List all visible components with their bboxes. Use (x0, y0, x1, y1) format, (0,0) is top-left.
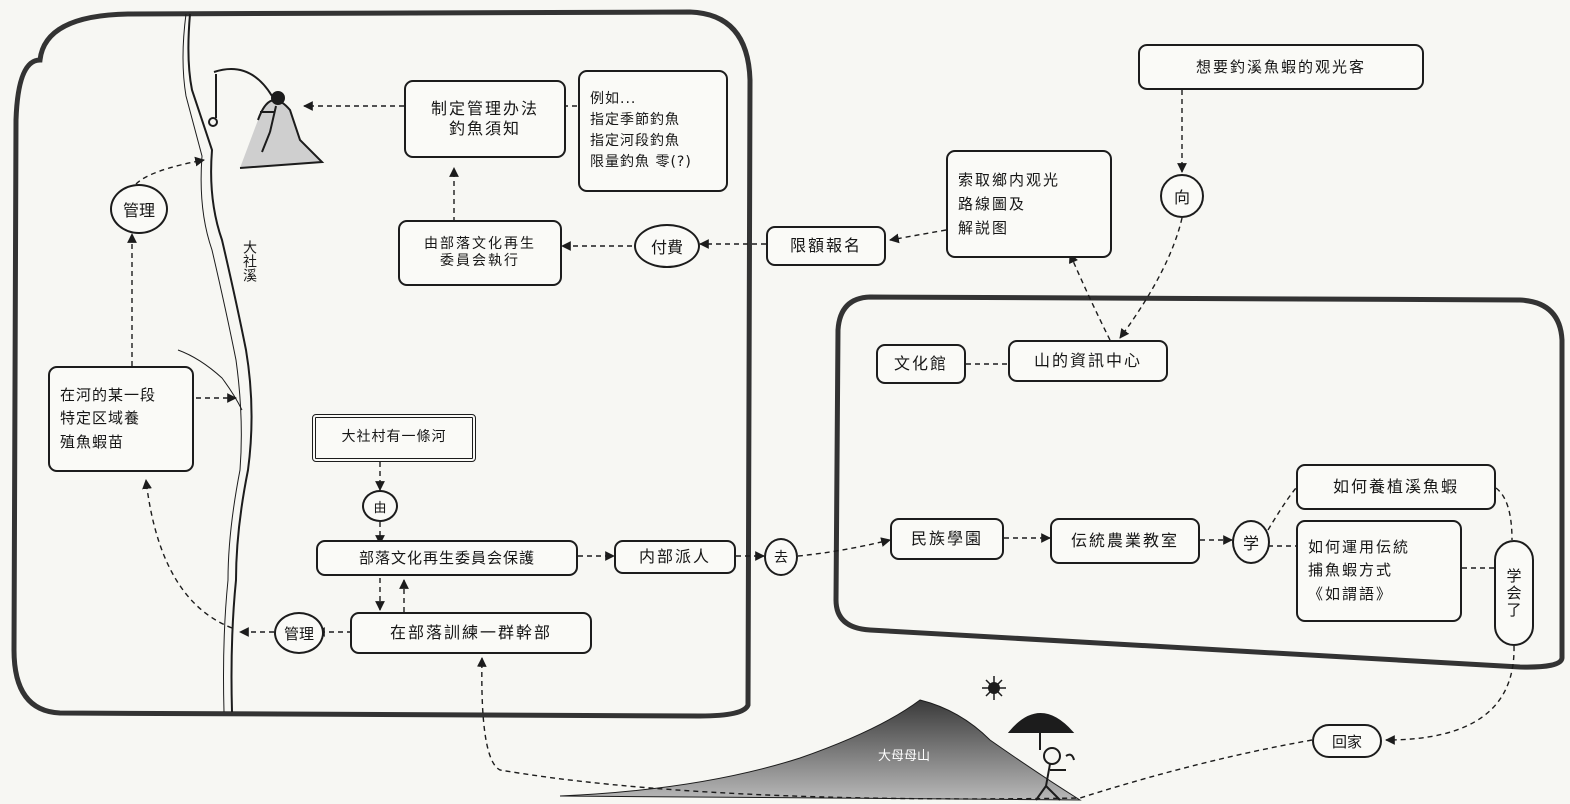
arrow-info-to-quota (889, 229, 947, 244)
school-box: 民族學園 (890, 518, 1004, 560)
learned-circle: 学会了 (1494, 540, 1534, 646)
manage-circle-bottom: 管理 (274, 612, 324, 654)
to-circle: 向 (1160, 174, 1204, 218)
learn-catch-box: 如何運用伝統 捕魚蝦方式 《如謂語》 (1296, 520, 1462, 622)
pay-circle: 付費 (634, 224, 700, 268)
tourist-box: 想要釣溪魚蝦的观光客 (1138, 44, 1424, 90)
go-circle: 去 (764, 538, 798, 576)
breeding-box: 在河的某一段 特定区域養 殖魚蝦苗 (48, 366, 194, 472)
arrow-center-to-info (1069, 253, 1111, 341)
arrow-home-to-train (476, 657, 1313, 800)
connectors (127, 90, 1515, 800)
quota-box: 限額報名 (766, 226, 886, 266)
tribal-protect-box: 部落文化再生委員会保護 (316, 540, 578, 576)
river-source-box: 大社村有一條河 (312, 414, 476, 462)
arrow-go-to-school (797, 537, 891, 557)
learn-breed-box: 如何養植溪魚蝦 (1296, 464, 1496, 510)
left-region (11, 9, 753, 719)
mountain-label: 大母母山 (878, 749, 931, 764)
classroom-box: 伝統農業教室 (1050, 518, 1200, 564)
dispatch-box: 内部派人 (614, 540, 736, 574)
manage-circle-top: 管理 (110, 184, 168, 234)
train-box: 在部落訓練一群幹部 (350, 612, 592, 654)
home-circle: 回家 (1312, 724, 1382, 758)
learn-circle: 学 (1232, 520, 1270, 564)
example-box: 例如... 指定季節釣魚 指定河段釣魚 限量釣魚 零(?) (578, 70, 728, 192)
arrow-to-center (1119, 217, 1183, 339)
hiker-icon (1007, 713, 1075, 801)
sun-icon (982, 676, 1006, 700)
arrow-river-to-breed (142, 479, 233, 629)
fisherman-illustration (208, 68, 325, 169)
line-breed-learned (1495, 487, 1513, 541)
arrow-manage-to-fisher (135, 156, 205, 185)
by-circle: 由 (362, 490, 398, 522)
rules-box: 制定管理办法 釣魚須知 (404, 80, 566, 158)
arrow-learned-to-home (1385, 645, 1515, 745)
mountain-illustration (559, 699, 1082, 801)
culture-hall-box: 文化館 (876, 344, 966, 384)
river-name-label: 大社溪 (241, 240, 257, 282)
visitor-info-box: 索取鄉内观光 路線圖及 解説图 (946, 150, 1112, 258)
info-center-box: 山的資訊中心 (1008, 340, 1168, 382)
line-learn-breed (1267, 487, 1297, 531)
tribal-exec-box: 由部落文化再生 委員会執行 (398, 220, 562, 286)
right-region (833, 294, 1565, 670)
